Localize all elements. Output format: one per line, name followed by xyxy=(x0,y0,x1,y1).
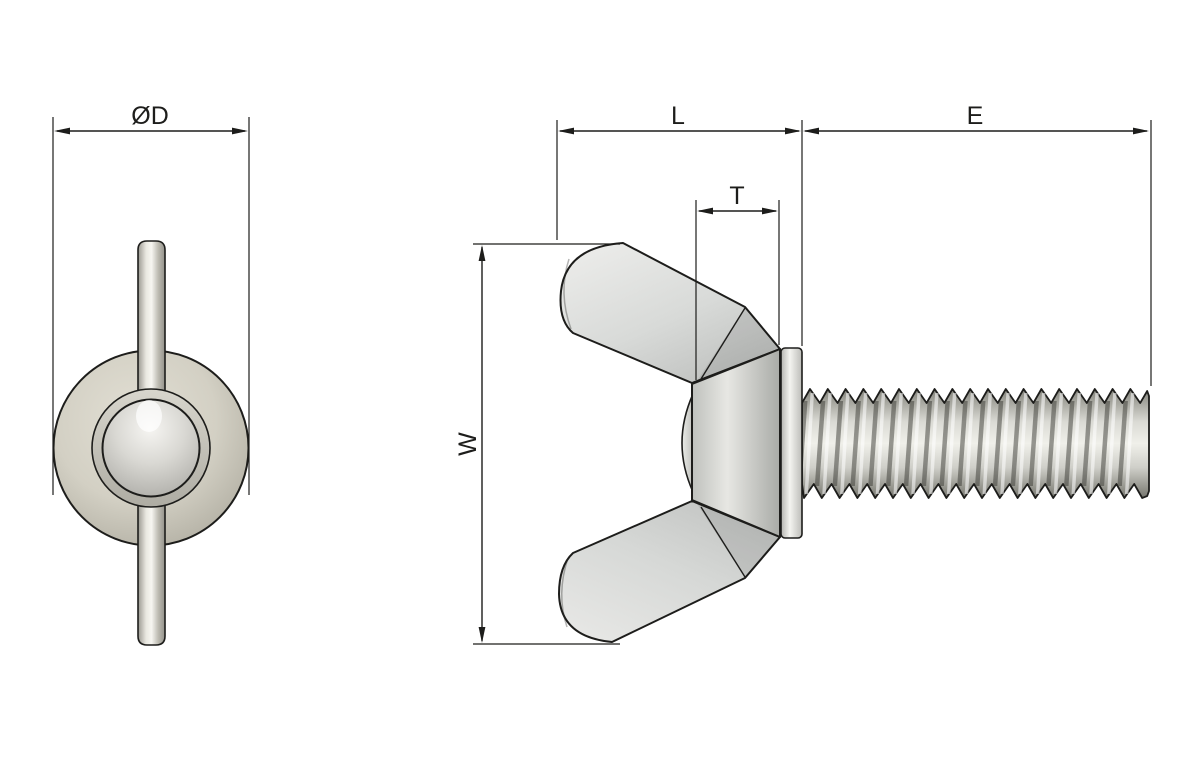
side-cone-hub xyxy=(691,348,781,538)
front-wing-tab-bottom xyxy=(137,497,166,646)
thread-dark-flank xyxy=(1064,401,1075,486)
thread-dark-flank xyxy=(832,401,844,486)
thread-dark-flank xyxy=(1099,401,1111,486)
head-length-arrow-right xyxy=(785,127,801,135)
head-length-arrow-left xyxy=(558,127,574,135)
hub-thickness-arrow-left xyxy=(697,207,713,215)
thread-light-flank xyxy=(1035,393,1046,494)
hub-thickness-extension-lines xyxy=(695,200,780,380)
thread-dark-flank xyxy=(1081,401,1093,486)
thread-dark-flank xyxy=(1010,401,1022,486)
thread-dark-flank xyxy=(814,401,826,486)
thread-dark-flank xyxy=(886,401,897,486)
side-wing-lower-facet-line xyxy=(700,506,746,578)
side-wing-lower-facet xyxy=(697,504,780,578)
side-washer xyxy=(780,347,803,539)
front-view xyxy=(52,240,250,646)
thread-light-flank xyxy=(1124,393,1135,494)
side-wing-upper xyxy=(559,242,781,384)
head-length-label: L xyxy=(671,102,685,130)
wing-span-arrow-bottom xyxy=(478,627,486,643)
thread-light-flank xyxy=(982,393,992,494)
diameter-arrow-right xyxy=(232,127,248,135)
thread-light-flank xyxy=(946,393,957,494)
thread-length-arrow-right xyxy=(1133,127,1149,135)
thread-shank xyxy=(797,388,1150,499)
thread-dark-flank xyxy=(850,401,861,486)
side-wing-lower-tip-crease xyxy=(561,557,569,628)
thread-length-label: E xyxy=(967,102,984,130)
dimension-wing-span: W xyxy=(454,243,620,645)
wing-span-extension-lines xyxy=(473,243,620,645)
thread-light-flank xyxy=(893,393,903,494)
thread-light-flank xyxy=(822,393,832,494)
front-wing-tab-top xyxy=(137,240,166,399)
side-view xyxy=(558,242,1150,643)
front-ball-dome xyxy=(101,398,201,498)
dome-highlight xyxy=(136,400,162,432)
thread-light-flank xyxy=(875,393,886,494)
thread-dark-flank xyxy=(868,401,879,486)
thread-light-flank xyxy=(1107,393,1117,494)
side-wing-upper-facet-line xyxy=(700,307,746,380)
dimension-hub-thickness: T xyxy=(695,182,780,380)
thread-light-flank xyxy=(964,393,975,494)
thread-light-flank xyxy=(840,393,850,494)
side-wing-upper-tip-crease xyxy=(563,258,572,330)
thread-dark-flank xyxy=(1046,401,1057,486)
dimension-head-length: L xyxy=(556,102,803,346)
thread-dark-flank xyxy=(992,401,1004,486)
thread-light-flank xyxy=(1089,393,1099,494)
thread-light-flank xyxy=(804,393,814,494)
diameter-extension-lines xyxy=(52,117,250,495)
thread-length-arrow-left xyxy=(803,127,819,135)
hub-thickness-label: T xyxy=(729,182,744,210)
thread-light-flank xyxy=(857,393,868,494)
thread-light-flank xyxy=(929,393,939,494)
diameter-arrow-left xyxy=(54,127,70,135)
wing-span-label: W xyxy=(454,432,482,456)
dimension-diameter: ØD xyxy=(52,102,250,495)
side-wing-upper-facet xyxy=(697,307,780,381)
thread-dark-flank xyxy=(903,401,915,486)
diameter-label: ØD xyxy=(131,102,169,130)
thread-dark-flank xyxy=(921,401,933,486)
thread-light-flank xyxy=(1053,393,1064,494)
thread-light-flank xyxy=(911,393,921,494)
thread-dark-flank xyxy=(1028,401,1039,486)
thread-dark-flank xyxy=(1117,401,1128,486)
thread-dark-flank xyxy=(957,401,968,486)
head-length-extension-lines xyxy=(556,120,803,346)
thread-dark-flank xyxy=(939,401,950,486)
thread-dark-flank xyxy=(975,401,986,486)
side-wing-lower xyxy=(558,500,781,643)
dimensions: ØD L E T xyxy=(52,102,1152,645)
hub-thickness-arrow-right xyxy=(762,207,778,215)
thread-light-flank xyxy=(1071,393,1081,494)
thread-light-flank xyxy=(1000,393,1010,494)
thread-light-flank xyxy=(1018,393,1028,494)
dimension-thread-length: E xyxy=(803,102,1152,386)
wing-span-arrow-top xyxy=(478,245,486,261)
